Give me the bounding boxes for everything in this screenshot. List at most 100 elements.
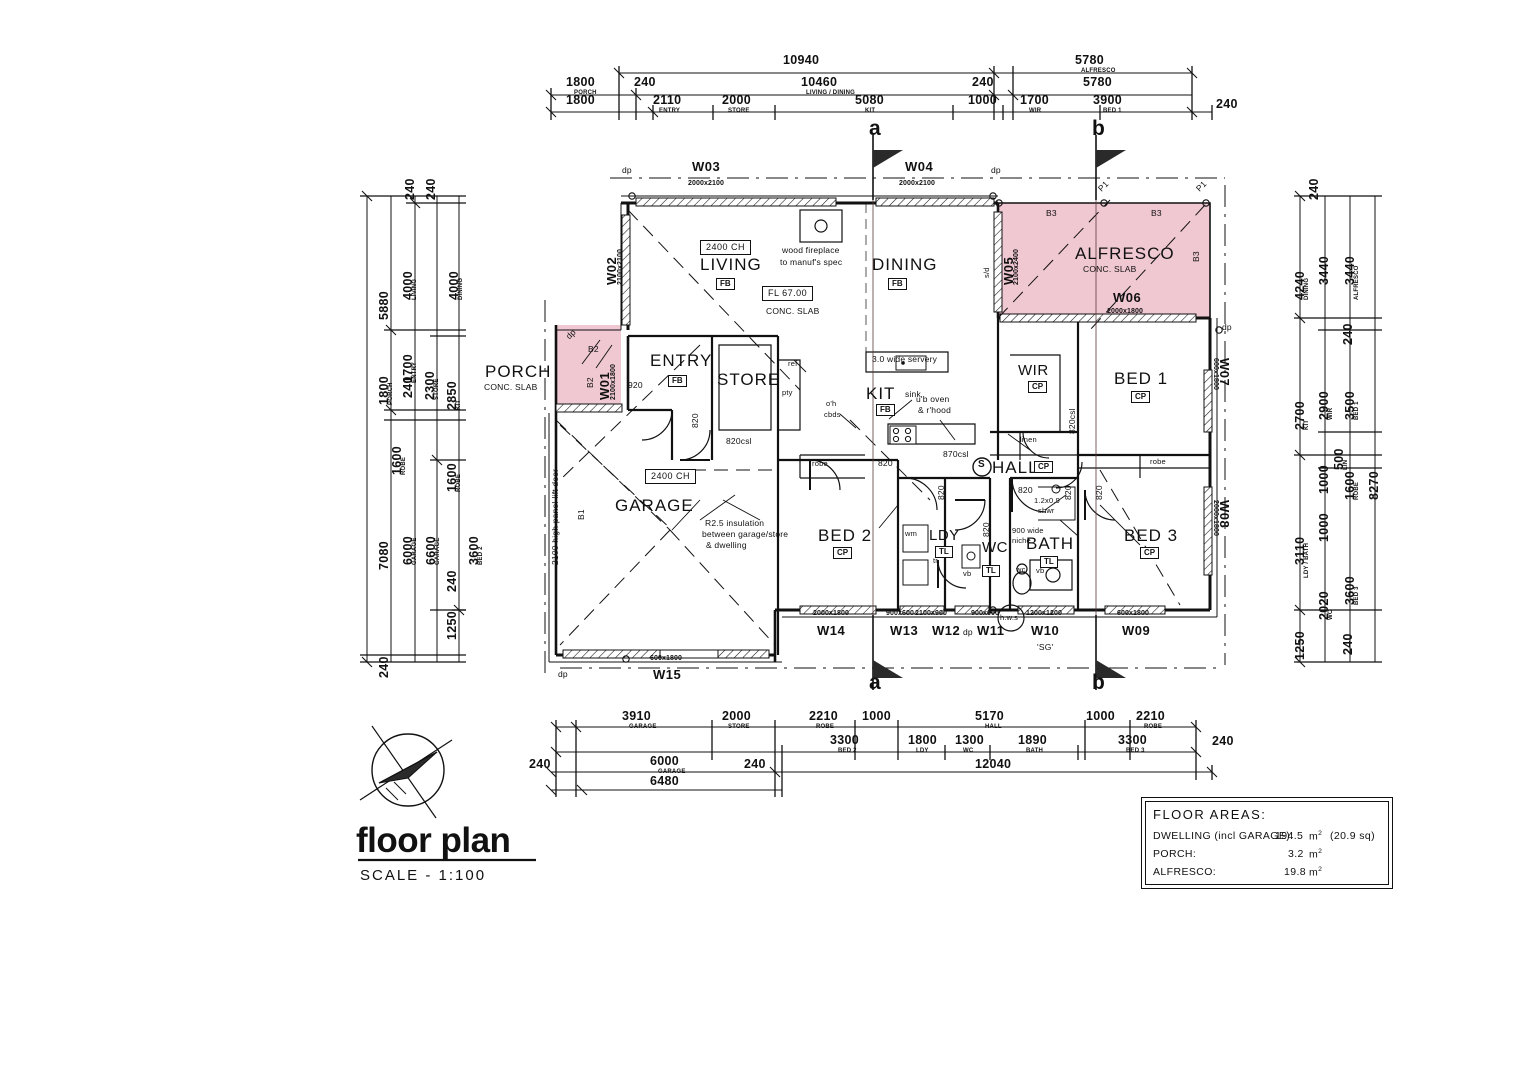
dim-right3-3600-bed3-label: BED 3 [1354,586,1360,605]
dim-top3-3900-bed1: 3900 [1093,93,1123,107]
top-dimension-lines [545,66,1213,120]
fireplace-note-line1: wood fireplace [782,245,840,255]
dim-right2-2900-wir-label: WIR [1328,407,1334,420]
section-marker-b-bottom [1095,615,1126,690]
garage-insulation-line2: between garage/store [702,529,789,539]
dim-bot1-1000a: 1000 [862,709,892,723]
smoke-detector-icon: S [978,459,985,470]
dim-bot1-2000-store: 2000 [722,709,752,723]
dim-left1-240a: 240 [403,178,417,200]
dim-right3-3440-alfresco-label: ALFRESCO [1354,265,1360,300]
room-label-entry: ENTRY [650,351,713,370]
door-width-820-bed2: 820 [878,458,893,468]
room-label-bed2: BED 2 [818,526,873,545]
room-tag-bed2: CP [833,547,853,559]
garage-insulation-line1: R2.5 insulation [705,518,765,528]
dim-bot1-5170-hall-label: HALL [985,724,1002,730]
door-870csl: 870csl [943,449,969,459]
dim-bot1-2210-robe-b: 2210 [1136,709,1166,723]
dim-top3-2110-entry-label: ENTRY [659,108,681,114]
dim-bot1-3910-garage: 3910 [622,709,652,723]
shower-size-note: 1.2x0.9 [1034,496,1061,505]
beam-label-b3-b: B3 [1151,208,1162,218]
window-label-w07: W07 [1217,358,1232,387]
window-size-w11: 900x600 [971,610,999,617]
door-820csl-store: 820csl [726,436,752,446]
window-size-w13: 900x600 [886,610,914,617]
linen-label: linen [1020,435,1037,444]
servery-note: 3.0 wide servery [872,354,938,364]
downpipe-label-1: dp [622,165,632,175]
beam-label-b1: B1 [576,509,586,520]
floor-level-tag: FL 67.00 [762,286,814,301]
section-marker-a-bottom [872,615,903,690]
dim-top3-240: 240 [1216,97,1238,111]
pantry-label: pty [782,388,793,397]
dim-bot1-2210-robe-label: ROBE [816,724,835,730]
window-size-w05: 2100x2400 [1013,249,1020,285]
dim-top-10940: 10940 [783,53,820,67]
dim-left3-1600-robe-label: ROBE [456,473,462,492]
floor-areas-row-2-value: 19.8 [1284,866,1307,878]
dim-left2-6600-garage-label: GARAGE [435,537,441,565]
room-tag-kit: FB [876,404,895,416]
door-width-820-ldy: 820 [936,485,946,500]
dim-left2-6000-garage-label: GARAGE [412,537,418,565]
room-label-dining: DINING [872,255,938,274]
downpipe-label-5: dp [963,627,973,637]
bath-vanity-label: vb [1036,566,1045,575]
left-dimension-lines [360,190,466,668]
floor-areas-row-0-extra: (20.9 sq) [1330,830,1376,842]
dim-right2-2020-wc-label: WC [1328,609,1334,620]
window-size-w14: 2000x1800 [813,610,849,617]
dim-top-1800-porch-label: PORCH [574,90,597,96]
ceiling-height-living: 2400 CH [700,240,752,255]
roof-hip-lines [555,199,1206,646]
dim-top-240a: 240 [634,75,656,89]
beam-label-b2-left: B2 [585,377,595,388]
dim-left2-240a: 240 [424,178,438,200]
dim-bot2-3300-bed3-label: BED 3 [1126,748,1145,754]
dim-right1-240a: 240 [1307,178,1321,200]
garage-insulation-line3: & dwelling [706,540,747,550]
scale-label: SCALE - 1:100 [360,867,487,884]
shaded-porch [556,325,621,410]
floor-areas-row-1-value: 3.2 [1288,848,1304,860]
dim-left1-1800-porch-label: PORCH [388,382,394,405]
dim-top-10460: 10460 [801,75,838,89]
dim-right1-3110-label: LDY / BATH [1304,542,1310,578]
window-size-w07: 600x1800 [1212,358,1219,390]
dim-top3-2000-store-label: STORE [728,108,750,114]
trough-label: tr [933,556,938,565]
door-width-820-bath: 820 [1018,485,1033,495]
dim-bot4-6480: 6480 [650,774,680,788]
section-letter-a-bottom: a [869,671,881,694]
dim-top3-2110-entry: 2110 [653,93,682,107]
wc-vanity-label: vb [963,569,972,578]
dim-left1-240b: 240 [377,656,391,678]
porch-slab-note: CONC. SLAB [484,382,538,392]
dim-right2-1000a: 1000 [1317,464,1331,494]
sink-symbol [895,355,927,371]
floor-areas-inner-border [1145,801,1389,885]
room-label-wir: WIR [1018,362,1049,379]
dim-top3-3900-bed1-label: BED 1 [1103,108,1122,114]
window-label-w11: W11 [977,623,1005,638]
setout-lines [544,177,1226,680]
dim-top3-1800: 1800 [566,93,596,107]
window-size-w02: 2100x2100 [617,249,624,285]
dim-bot2-1890-bath: 1890 [1018,733,1048,747]
dim-right1-2700-kit-label: KIT [1304,419,1310,430]
living-conc-slab-note: CONC. SLAB [766,306,820,316]
dim-bot3-12040: 12040 [975,757,1012,771]
overhead-cbds-line2: cbds [824,410,841,419]
bottom-dimension-lines [545,720,1218,797]
dim-right1-4240-dining-label: DINING [1304,277,1310,300]
beam-label-b3-a: B3 [1046,208,1057,218]
dim-bot2-1300-wc: 1300 [955,733,985,747]
dim-left3-4000-dining-label: DINING [458,277,464,300]
dim-top-5780-alfresco-label: ALFRESCO [1081,68,1116,74]
window-size-w06: 2000x1800 [1107,308,1143,315]
